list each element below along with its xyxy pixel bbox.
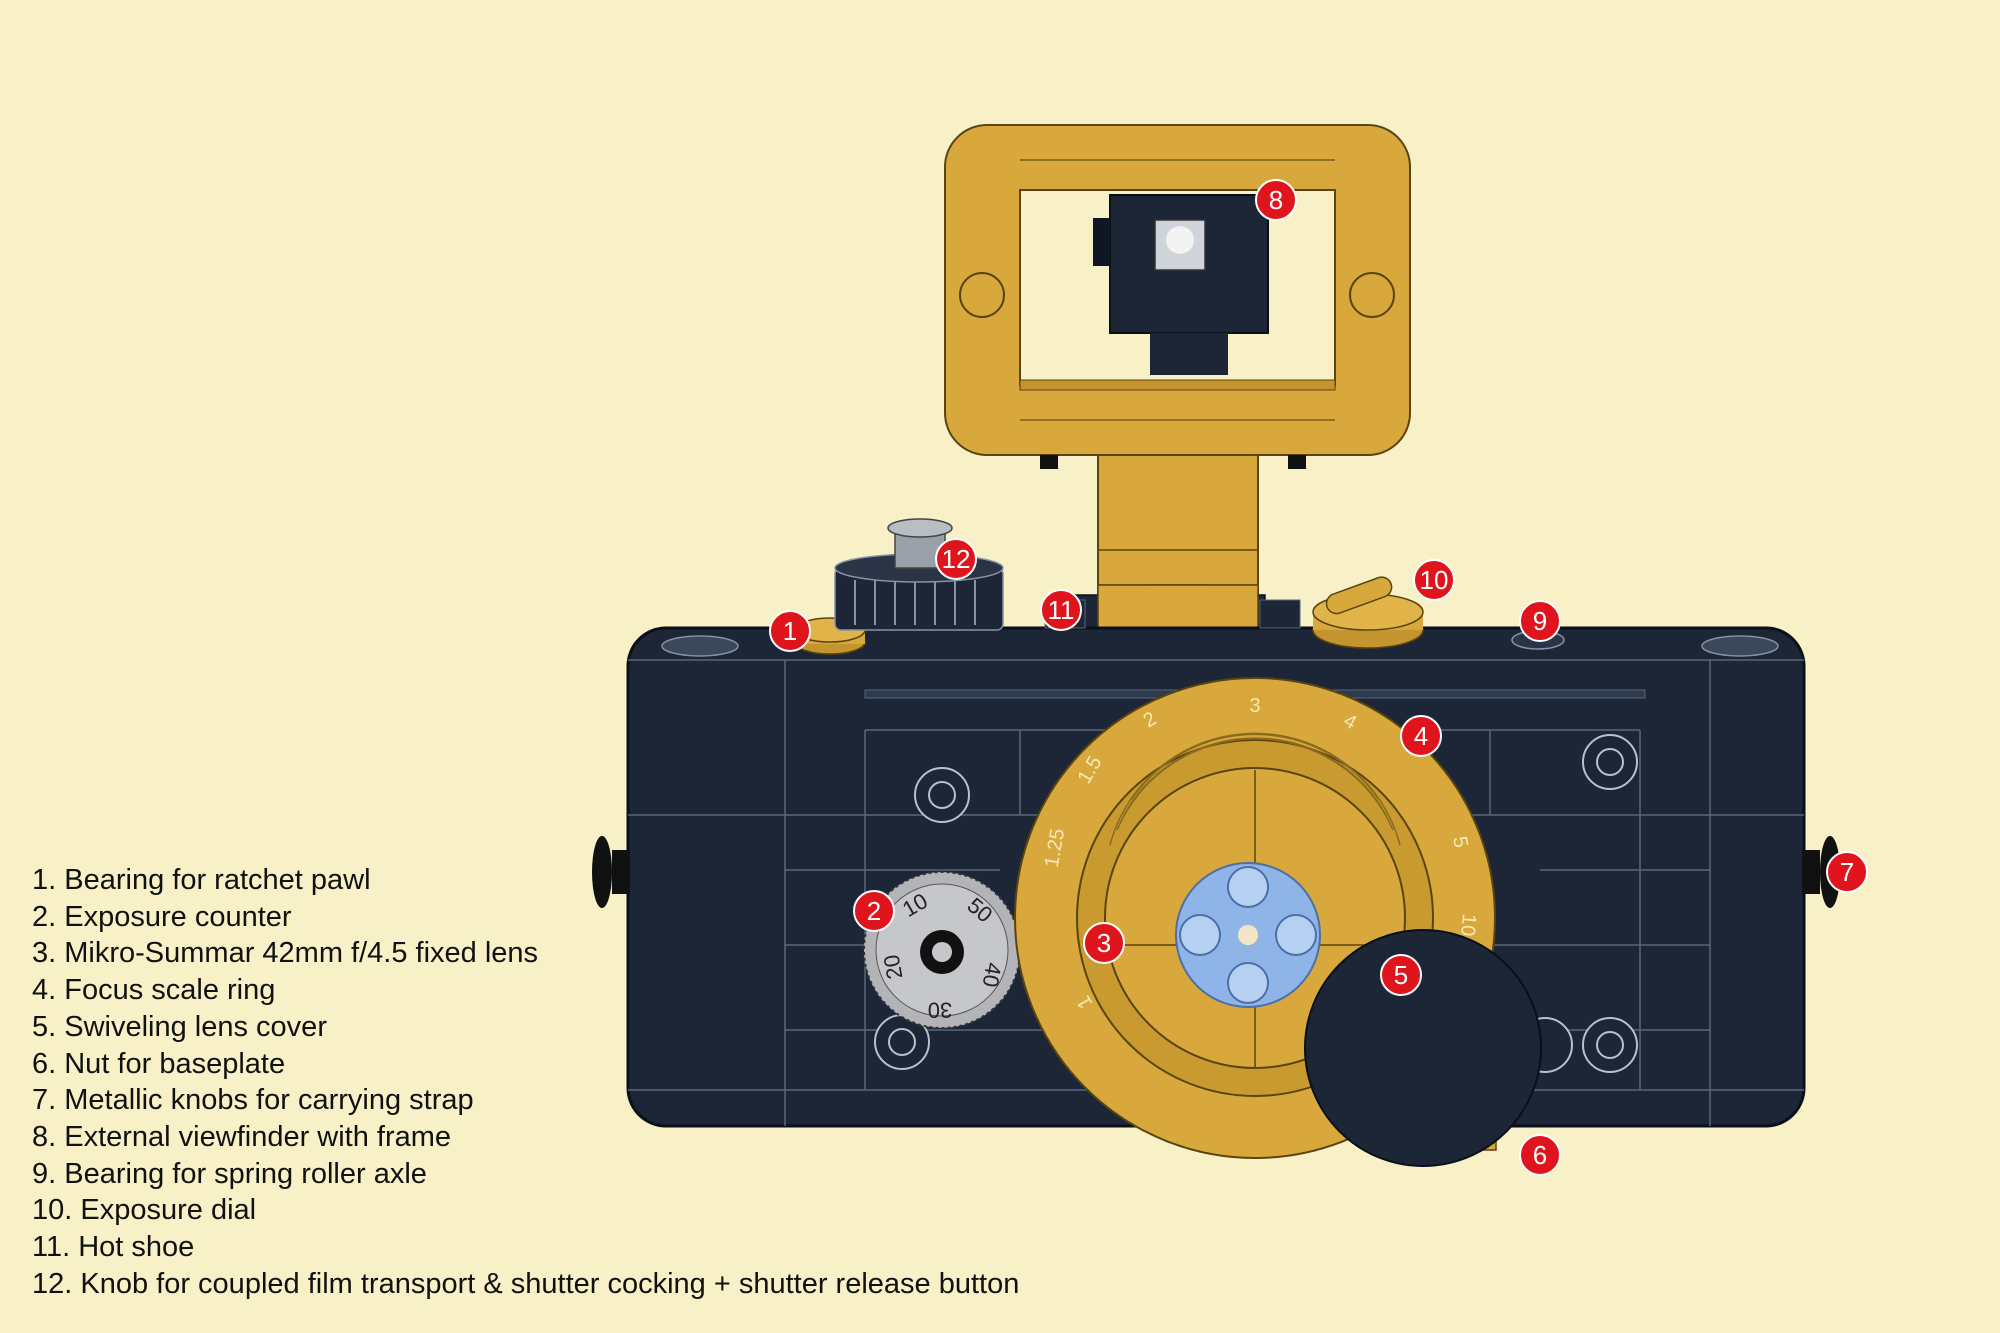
film-transport-knob [834,518,1004,631]
svg-text:8: 8 [1269,185,1283,215]
legend-item: 3. Mikro-Summar 42mm f/4.5 fixed lens [32,937,539,970]
body-screws [874,734,1638,1073]
focus-scale-label: 5 [1448,835,1472,850]
exposure-counter: 10 50 40 30 20 [863,871,1021,1029]
marker-5: 5 [1380,954,1422,996]
legend-item: 1. Bearing for ratchet pawl [32,864,371,896]
marker-11: 11 [1040,589,1082,631]
legend-item: 12. Knob for coupled film transport & sh… [32,1267,1020,1300]
marker-9: 9 [1519,600,1561,642]
svg-text:10: 10 [1420,565,1449,595]
marker-2: 2 [853,890,895,932]
legend-item: 8. External viewfinder with frame [32,1120,452,1153]
svg-text:11: 11 [1048,595,1075,625]
marker-12: 12 [935,538,977,580]
svg-text:9: 9 [1533,606,1547,636]
marker-10: 10 [1413,559,1455,601]
svg-text:12: 12 [942,544,971,574]
legend-item: 4. Focus scale ring [32,974,276,1007]
svg-text:2: 2 [867,896,881,926]
svg-text:1: 1 [783,616,797,646]
legend-item: 7. Metallic knobs for carrying strap [32,1084,474,1117]
legend: 1. Bearing for ratchet pawl 2. Exposure … [32,862,1019,1302]
legend-item: 6. Nut for baseplate [32,1047,286,1080]
legend-item: 10. Exposure dial [32,1194,257,1227]
legend-item: 11. Hot shoe [32,1231,195,1264]
marker-8: 8 [1255,179,1297,221]
exposure-dial [1312,576,1424,649]
counter-number: 40 [978,961,1007,989]
counter-number: 30 [928,998,952,1023]
svg-text:6: 6 [1533,1140,1547,1170]
counter-number: 20 [879,953,908,981]
svg-text:7: 7 [1840,857,1854,887]
focus-scale-label: 10 [1456,913,1480,937]
marker-6: 6 [1519,1134,1561,1176]
marker-1: 1 [769,610,811,652]
strap-knob-left [592,836,630,908]
lens-cover [1304,929,1542,1167]
legend-item: 2. Exposure counter [32,900,292,933]
svg-text:3: 3 [1097,928,1111,958]
svg-text:5: 5 [1394,960,1408,990]
marker-3: 3 [1083,922,1125,964]
legend-item: 5. Swiveling lens cover [32,1010,327,1043]
legend-item: 9. Bearing for spring roller axle [32,1157,427,1190]
viewfinder [944,124,1411,469]
svg-text:4: 4 [1414,721,1428,751]
hot-shoe-mount [1064,454,1266,651]
focus-scale-label: 3 [1249,695,1260,717]
marker-4: 4 [1400,715,1442,757]
markers: 1 2 3 4 5 6 7 8 9 10 11 12 [769,179,1868,1176]
marker-7: 7 [1826,851,1868,893]
